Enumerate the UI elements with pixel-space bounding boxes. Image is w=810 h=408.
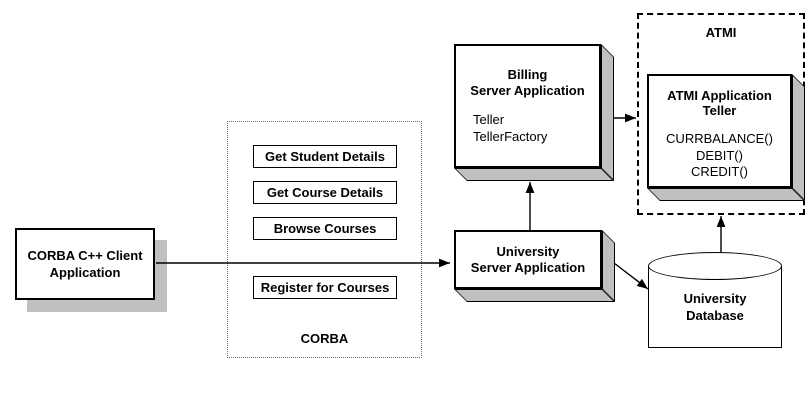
method-debit: DEBIT(): [696, 147, 743, 163]
method-currbalance: CURRBALANCE(): [666, 131, 773, 146]
university-database: University Database: [648, 252, 782, 348]
atmi-application-methods: CURRBALANCE() DEBIT() CREDIT(): [649, 131, 790, 181]
atmi-application-box-side: [792, 74, 805, 201]
billing-server-box: Billing Server Application Teller Teller…: [454, 44, 614, 181]
billing-server-box-bottom: [454, 168, 614, 181]
university-server-face: University Server Application: [454, 230, 602, 289]
atmi-application-box-bottom: [647, 188, 805, 201]
operation-browse-courses: Browse Courses: [253, 217, 397, 240]
arrow-university-server-to-database: [613, 262, 649, 290]
database-cylinder-top: [648, 252, 782, 280]
university-server-title: University Server Application: [470, 243, 586, 275]
interface-tellerfactory: TellerFactory: [473, 129, 548, 144]
billing-server-box-side: [601, 44, 614, 181]
database-title: University Database: [683, 291, 747, 323]
corba-client-box: CORBA C++ Client Application: [15, 228, 155, 300]
atmi-application-box: ATMI Application Teller CURRBALANCE() DE…: [647, 74, 805, 201]
corba-group-label: CORBA: [300, 331, 349, 346]
operation-register-for-courses: Register for Courses: [253, 276, 397, 299]
billing-server-face: Billing Server Application Teller Teller…: [454, 44, 601, 168]
interface-teller: Teller: [473, 112, 505, 127]
billing-server-title: Billing Server Application: [470, 67, 585, 98]
client-box-title: CORBA C++ Client Application: [27, 248, 143, 280]
billing-server-interfaces: Teller TellerFactory: [456, 111, 599, 145]
atmi-application-face: ATMI Application Teller CURRBALANCE() DE…: [647, 74, 792, 188]
atmi-application-title: ATMI Application Teller: [667, 88, 772, 118]
corba-group-box: Get Student Details Get Course Details B…: [227, 121, 422, 358]
university-server-box-bottom: [454, 289, 615, 302]
atmi-group-label: ATMI: [705, 25, 737, 40]
operation-get-course-details: Get Course Details: [253, 181, 397, 204]
method-credit: CREDIT(): [690, 164, 749, 179]
university-server-box: University Server Application: [454, 230, 615, 302]
operation-get-student-details: Get Student Details: [253, 145, 397, 168]
